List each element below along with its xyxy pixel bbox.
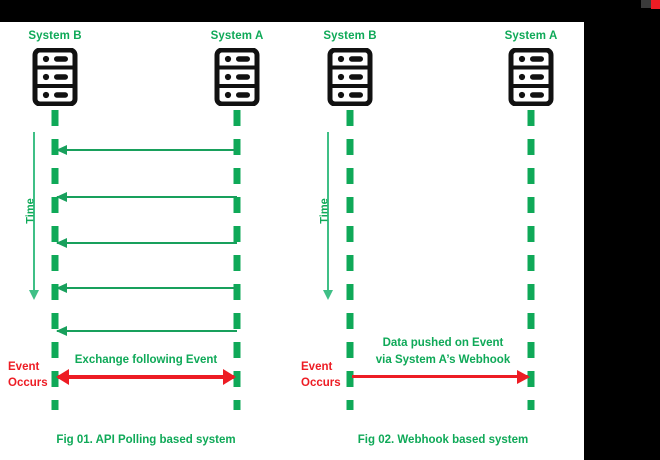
fig1-right-server-icon [213,47,261,107]
fig2-push-caption: Data pushed on Event via System A’s Webh… [376,335,510,369]
fig1-right-actor-label: System A [210,30,264,42]
fig1-caption: Fig 01. API Polling based system [56,434,236,446]
fig2-time-label: Time [318,198,331,224]
fig1-poll-arrow-2 [56,192,237,202]
corner-marker-dark [641,0,652,8]
fig2-event-line2: Occurs [301,377,341,389]
fig2-push-caption-line1: Data pushed on Event [382,337,504,349]
fig2-right-lifeline [527,110,535,410]
fig1-poll-arrow-3 [56,238,237,248]
fig2-caption: Fig 02. Webhook based system [357,434,529,446]
fig1-right-lifeline [233,110,241,410]
fig2-left-lifeline [346,110,354,410]
fig2-left-server-icon [326,47,374,107]
fig2-push-arrow-icon [352,369,530,384]
fig1-poll-arrow-5 [56,326,237,336]
fig2-time-axis-line [327,132,329,292]
fig1-time-label: Time [24,198,37,224]
fig1-time-arrow-icon [28,290,39,300]
fig1-exchange-arrow-icon [56,369,236,384]
fig1-left-actor-label: System B [28,30,82,42]
fig1-poll-arrow-1 [56,145,237,155]
fig1-left-server-icon [31,47,79,107]
fig1-poll-arrow-4 [56,283,237,293]
fig1-left-lifeline [51,110,59,410]
fig2-left-actor-label: System B [323,30,377,42]
diagram-canvas: System B System A [0,22,584,460]
fig1-time-axis-line [33,132,35,292]
fig1-exchange-caption: Exchange following Event [74,354,218,366]
fig1-event-line2: Occurs [8,377,48,389]
fig2-time-arrow-icon [322,290,333,300]
fig1-event-occurs-label: Event Occurs [8,359,48,391]
fig2-event-line1: Event [301,361,333,373]
fig1-event-line1: Event [8,361,40,373]
fig2-right-actor-label: System A [504,30,558,42]
fig2-event-occurs-label: Event Occurs [301,359,341,391]
corner-marker-red [651,0,660,9]
fig2-right-server-icon [507,47,555,107]
fig2-push-caption-line2: via System A’s Webhook [375,354,511,366]
